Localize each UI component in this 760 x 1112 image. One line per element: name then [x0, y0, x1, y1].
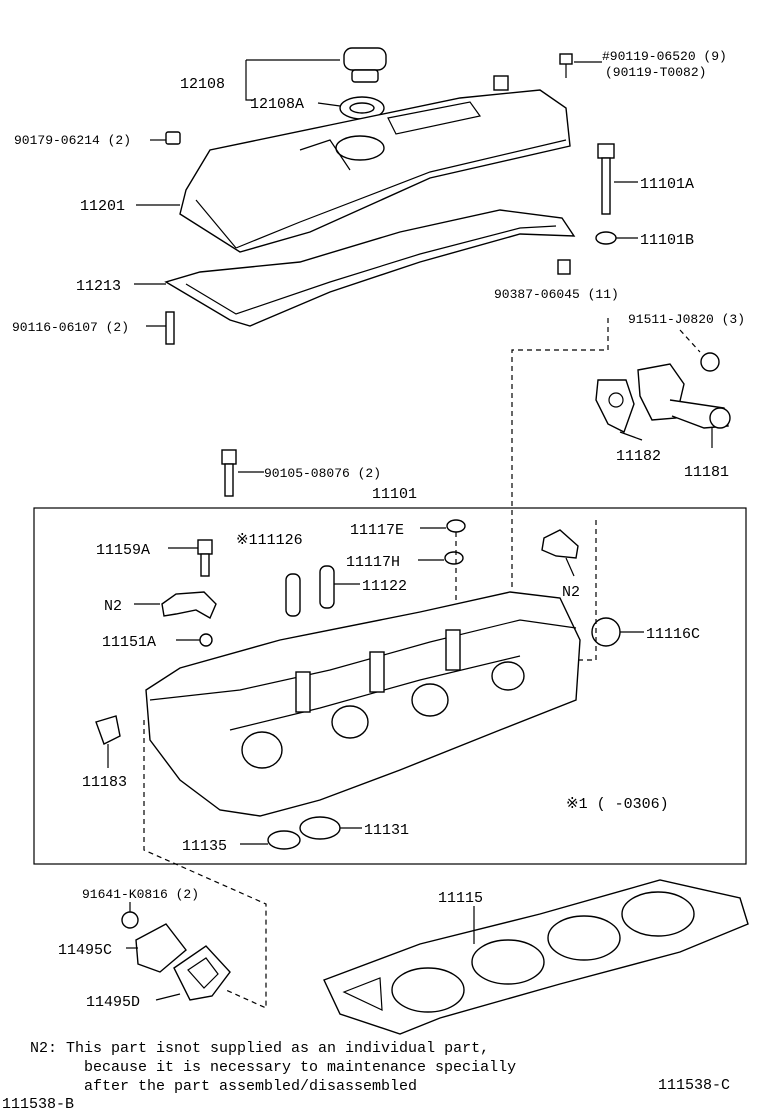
nut-90179 [165, 131, 181, 145]
label-90116: 90116-06107 (2) [12, 320, 129, 335]
label-11131: 11131 [364, 822, 409, 839]
plug-11117H [444, 551, 464, 565]
footnote-line-3: after the part assembled/disassembled [84, 1078, 417, 1095]
bearing-cap-left [161, 591, 217, 619]
label-90179: 90179-06214 (2) [14, 133, 131, 148]
note-1-range: ※1 ( -0306) [566, 796, 669, 813]
stud-90116 [165, 311, 175, 345]
seal-11131 [299, 816, 341, 840]
plug-11117E [446, 519, 466, 533]
label-n2-right: N2 [562, 584, 580, 601]
label-11201: 11201 [80, 198, 125, 215]
label-11495C: 11495C [58, 942, 112, 959]
label-11213: 11213 [76, 278, 121, 295]
label-11122: 11122 [362, 578, 407, 595]
bolt-90105 [221, 449, 237, 497]
grommet-90387 [557, 259, 571, 275]
label-90105: 90105-08076 (2) [264, 466, 381, 481]
bearing-cap-right [541, 529, 579, 559]
label-11181: 11181 [684, 464, 729, 481]
label-11182: 11182 [616, 448, 661, 465]
label-11117H: 11117H [346, 554, 400, 571]
label-111126: ※111126 [236, 532, 303, 549]
bolt-11101A [597, 143, 615, 215]
label-11101B: 11101B [640, 232, 694, 249]
bolt-90119 [559, 53, 573, 78]
label-12108: 12108 [180, 76, 225, 93]
cylinder-head [145, 591, 581, 817]
plate-11495C [135, 923, 187, 973]
valve-guide-intake [285, 573, 301, 617]
valve-guide-exhaust [319, 565, 335, 609]
label-11135: 11135 [182, 838, 227, 855]
label-11495D: 11495D [86, 994, 140, 1011]
label-11101: 11101 [372, 486, 417, 503]
head-cover-gasket [164, 209, 576, 327]
label-91511: 91511-J0820 (3) [628, 312, 745, 327]
label-12108A: 12108A [250, 96, 304, 113]
label-11151A: 11151A [102, 634, 156, 651]
label-11115: 11115 [438, 890, 483, 907]
gasket-11495D [173, 945, 231, 1001]
pin-11151A [199, 633, 213, 647]
oil-filler-cap [343, 47, 387, 83]
cylinder-head-assembly-box [33, 507, 747, 865]
ref-code-right: 111538-C [658, 1077, 730, 1094]
label-11116C: 11116C [646, 626, 700, 643]
label-90387: 90387-06045 (11) [494, 287, 619, 302]
water-outlet [637, 363, 731, 429]
label-n2-left: N2 [104, 598, 122, 615]
label-11159A: 11159A [96, 542, 150, 559]
label-11183: 11183 [82, 774, 127, 791]
water-outlet-gasket [595, 379, 635, 433]
label-11101A: 11101A [640, 176, 694, 193]
label-90119-06520: #90119-06520 (9) [602, 49, 727, 64]
washer-11101B [595, 231, 617, 245]
label-91641: 91641-K0816 (2) [82, 887, 199, 902]
ref-code-left: 111538-B [2, 1096, 74, 1112]
footnote-line-2: because it is necessary to maintenance s… [84, 1059, 516, 1076]
bolt-11159A [197, 539, 213, 577]
footnote-line-1: N2: This part isnot supplied as an indiv… [30, 1040, 489, 1057]
cylinder-head-cover [179, 75, 571, 253]
label-11117E: 11117E [350, 522, 404, 539]
seal-11135 [267, 830, 301, 850]
cover-11183 [95, 715, 121, 745]
label-90119-T0082: (90119-T0082) [605, 65, 706, 80]
cylinder-head-gasket [323, 879, 749, 1035]
